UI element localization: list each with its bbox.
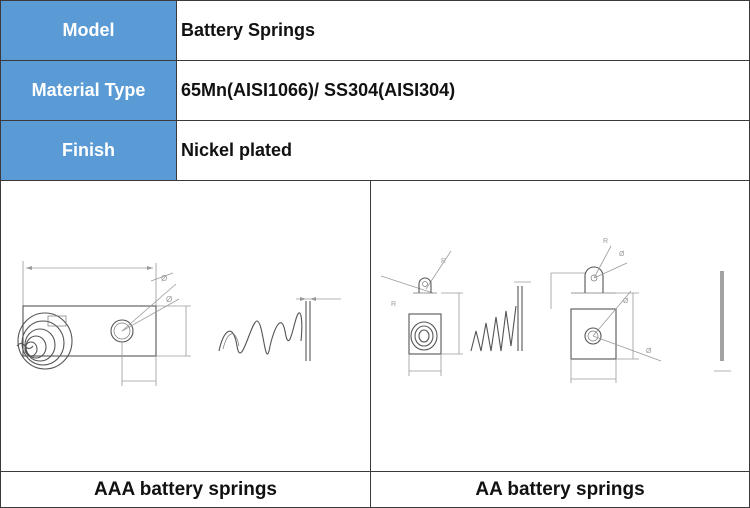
- aa-caption: AA battery springs: [371, 471, 749, 507]
- svg-text:R: R: [441, 258, 446, 265]
- spec-row-finish: Finish Nickel plated: [1, 121, 749, 181]
- finish-label: Finish: [1, 121, 177, 180]
- svg-text:Ø: Ø: [166, 295, 172, 304]
- material-value: 65Mn(AISI1066)/ SS304(AISI304): [181, 80, 456, 100]
- svg-text:Ø: Ø: [623, 298, 629, 305]
- aa-spring-drawing: R R: [380, 238, 731, 383]
- aaa-spring-drawing: Ø Ø: [16, 261, 341, 386]
- spec-row-model: Model Battery Springs: [1, 1, 749, 61]
- svg-text:Ø: Ø: [646, 348, 652, 355]
- svg-text:Ø: Ø: [619, 251, 625, 258]
- svg-text:R: R: [603, 238, 608, 245]
- aaa-caption: AAA battery springs: [1, 471, 370, 507]
- aaa-drawing-cell: Ø Ø AAA battery s: [1, 181, 371, 507]
- spec-row-material: Material Type 65Mn(AISI1066)/ SS304(AISI…: [1, 61, 749, 121]
- model-label: Model: [1, 1, 177, 60]
- finish-value: Nickel plated: [181, 140, 293, 160]
- aa-drawing-cell: R R: [371, 181, 749, 507]
- model-value: Battery Springs: [181, 20, 316, 40]
- svg-text:Ø: Ø: [161, 274, 167, 283]
- svg-text:R: R: [391, 301, 396, 308]
- material-label: Material Type: [1, 61, 177, 120]
